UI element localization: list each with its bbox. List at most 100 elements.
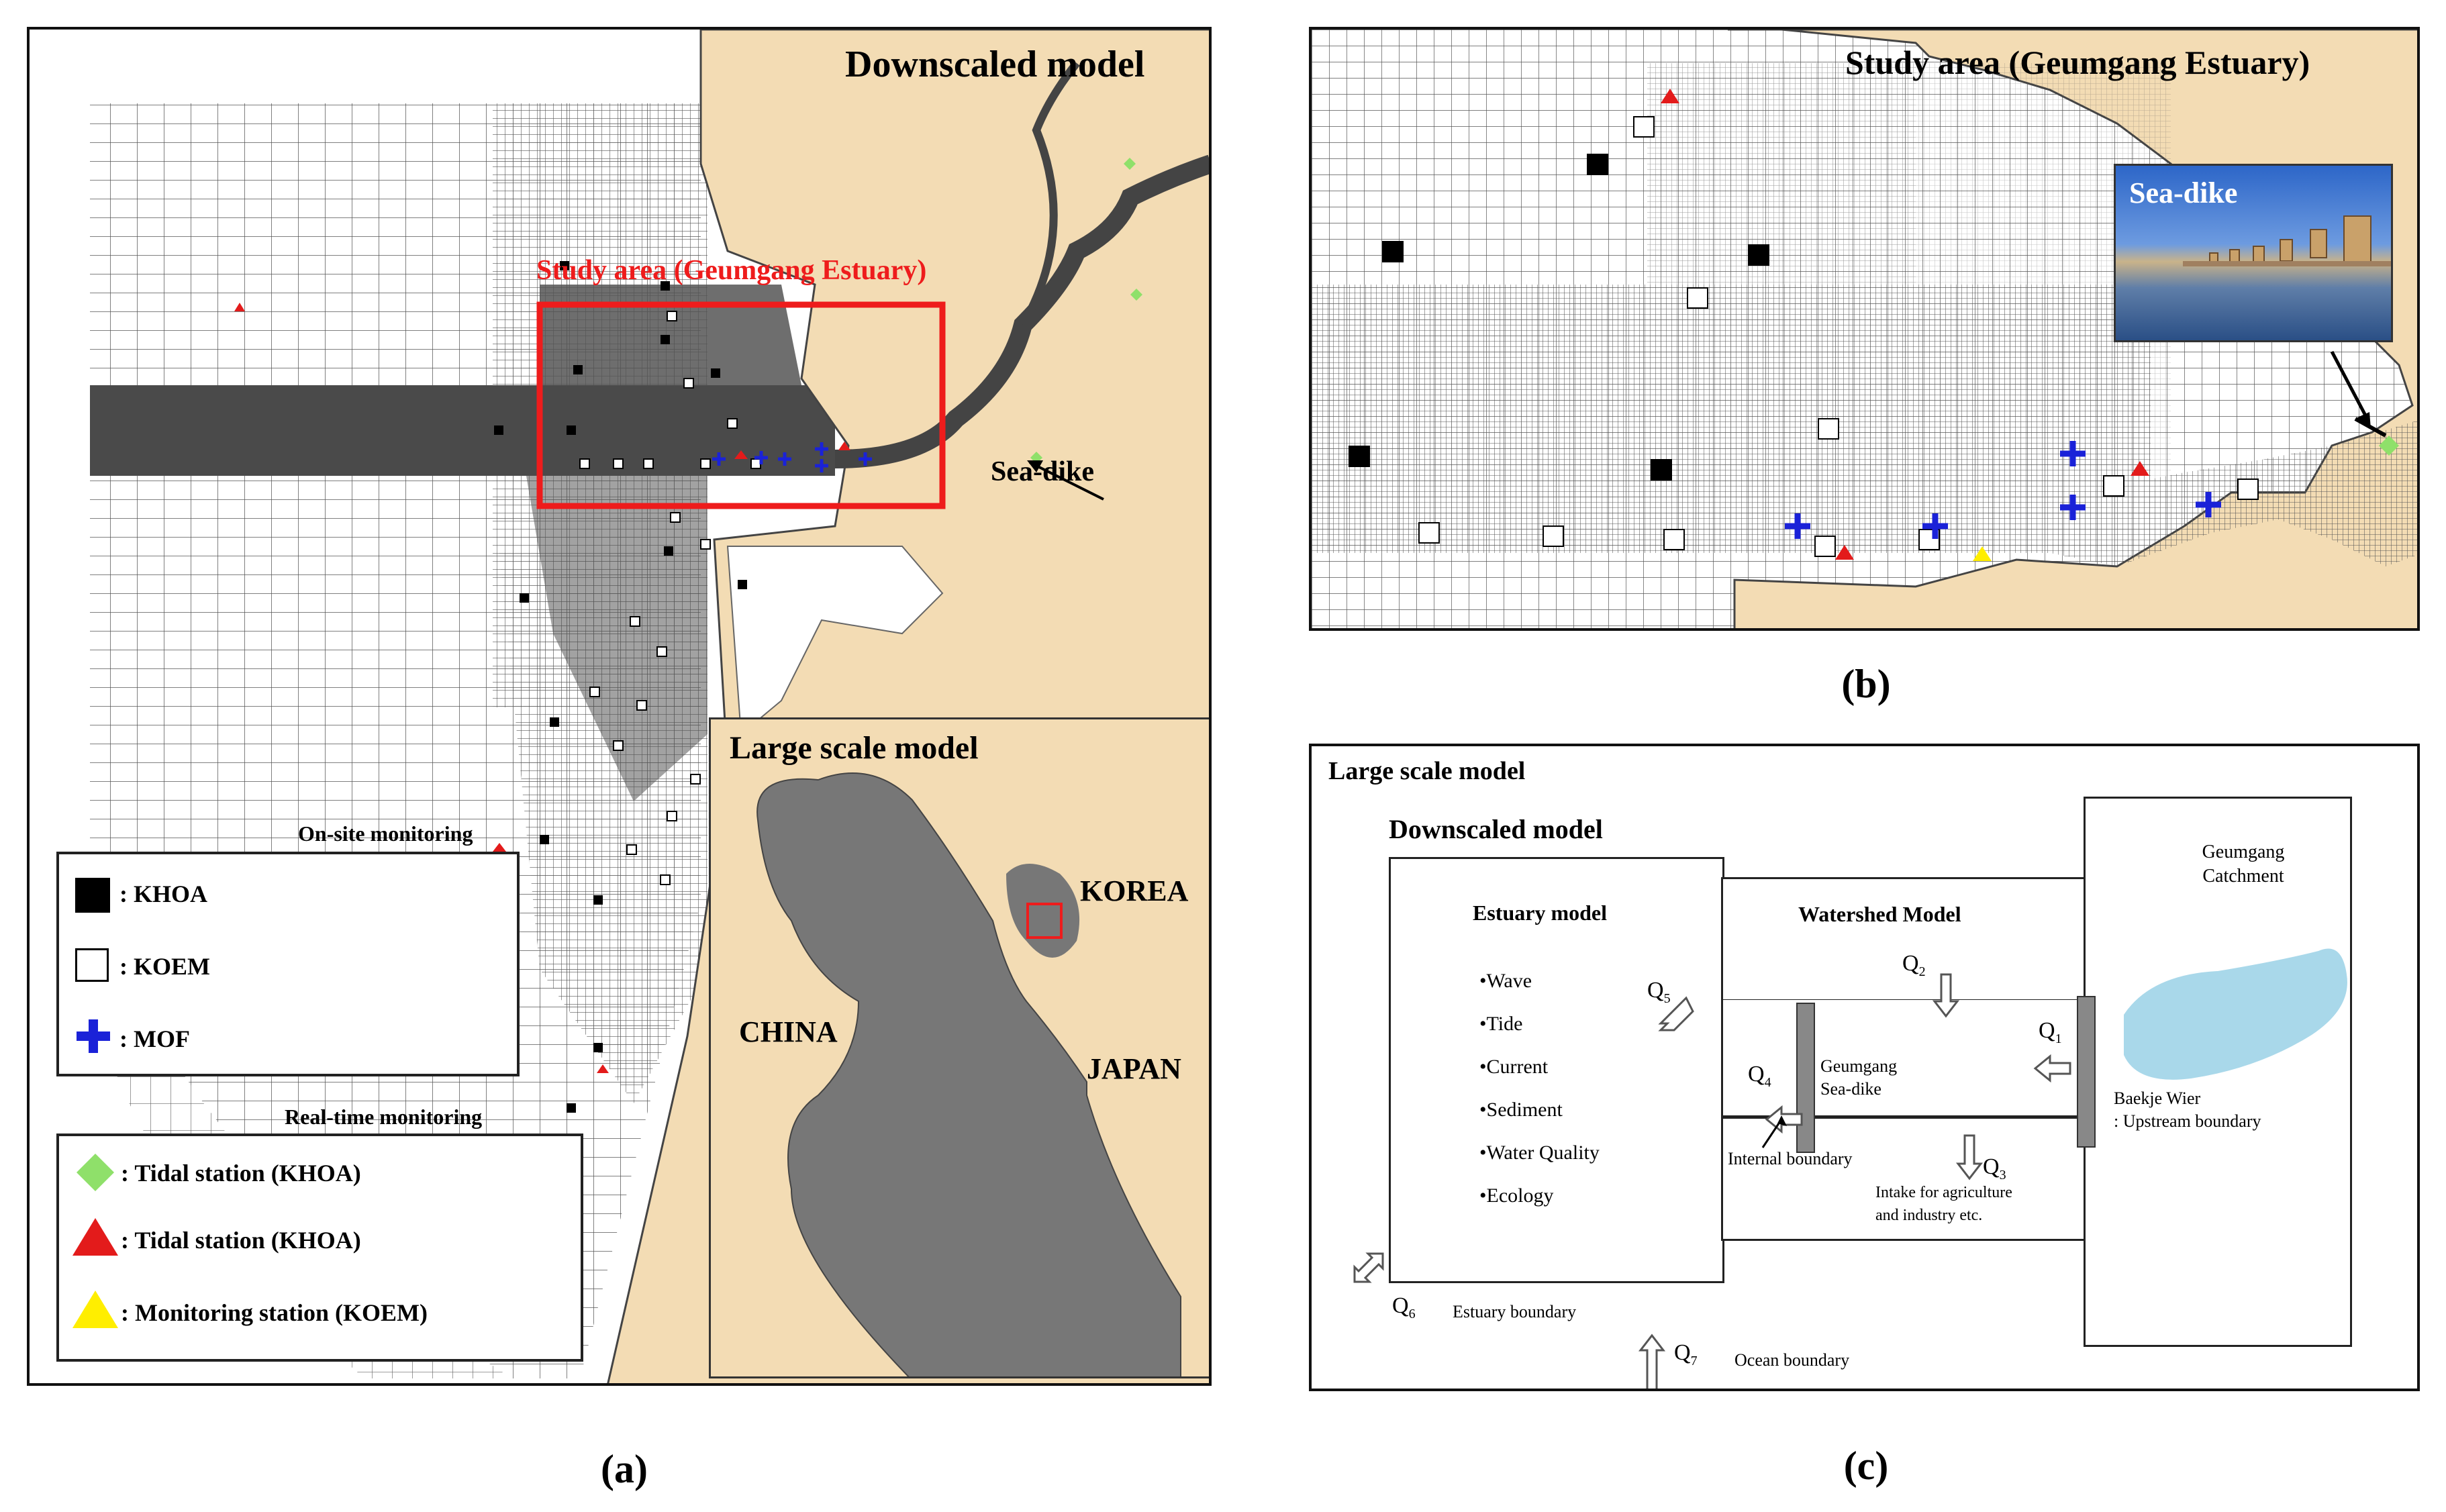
sea-dike-photo: Sea-dike: [2114, 164, 2393, 342]
sea-dike-bar: [1796, 1003, 1815, 1153]
q2-label: Q2: [1902, 951, 1926, 980]
yellow-triangle-legend-symbol: [72, 1291, 118, 1328]
baekje-line-1: Baekje Wier: [2114, 1089, 2201, 1108]
geumgang-river: [834, 154, 1209, 468]
legend-realtime: : Tidal station (KHOA) : Tidal station (…: [56, 1133, 583, 1362]
inset-title: Large scale model: [730, 730, 979, 766]
panel-a-map: Downscaled model Study area (Geumgang Es…: [27, 27, 1212, 1386]
q6-arrow: [1353, 1252, 1384, 1283]
photo-graphic: [2183, 215, 2391, 266]
estuary-model-box: [1389, 857, 1724, 1283]
watershed-model-title: Watershed Model: [1798, 902, 1961, 926]
photo-pointer: [2330, 350, 2367, 417]
watershed-bottom-box: [1721, 1117, 2087, 1241]
label-japan: JAPAN: [1087, 1052, 1181, 1085]
mof-markers-b: [1785, 441, 2221, 539]
q7-arrow: [1638, 1333, 1666, 1389]
q4-label: Q4: [1748, 1062, 1771, 1091]
internal-boundary-label: Internal boundary: [1728, 1149, 1853, 1168]
q3-arrow: [1955, 1134, 1984, 1180]
q2-letter: Q: [1902, 951, 1919, 976]
estuary-boundary-label: Estuary boundary: [1453, 1302, 1577, 1321]
inset-graphic: [756, 772, 1181, 1376]
downscaled-label: Downscaled model: [1389, 814, 1603, 844]
legend-onsite-title: On-site monitoring: [298, 821, 473, 846]
large-scale-label: Large scale model: [1328, 757, 1526, 785]
intake-line-2: and industry etc.: [1875, 1207, 1983, 1224]
baekje-label: Baekje Wier : Upstream boundary: [2114, 1087, 2261, 1133]
q7-label: Q7: [1674, 1340, 1698, 1369]
legend-onsite: : KHOA : KOEM : MOF: [56, 852, 520, 1076]
green-diamond-legend-symbol: [77, 1154, 114, 1191]
sea-dike-label: Sea-dike: [991, 456, 1095, 487]
photo-label: Sea-dike: [2129, 177, 2238, 209]
dense-mesh-band: [90, 385, 835, 476]
sea-dike-diagram-label: Geumgang Sea-dike: [1820, 1055, 1897, 1101]
item-water-quality: •Water Quality: [1479, 1142, 1600, 1164]
khoa-markers-b: [1349, 154, 1769, 481]
sea-dike-line-1: Geumgang: [1820, 1056, 1898, 1076]
green-tidal-markers: [1030, 158, 1142, 464]
catchment-label: Geumgang Catchment: [2176, 840, 2310, 889]
intake-label: Intake for agriculture and industry etc.: [1875, 1181, 2012, 1227]
watershed-top-box: [1721, 877, 2087, 1001]
label-korea: KOREA: [1080, 874, 1189, 907]
q3-label: Q3: [1983, 1154, 2006, 1183]
flow-arrows: [1353, 973, 2071, 1389]
red-tidal-markers: [234, 303, 850, 1073]
q6-label: Q6: [1392, 1293, 1416, 1322]
sea-dike-line-2: Sea-dike: [1820, 1079, 1881, 1099]
q6-letter: Q: [1392, 1293, 1409, 1318]
q4-sub: 4: [1764, 1074, 1771, 1090]
q3-letter: Q: [1983, 1154, 2000, 1179]
koem-markers-b: [1418, 116, 2259, 557]
green-tidal-marker-b: [2379, 436, 2399, 456]
caption-a: (a): [601, 1447, 648, 1491]
baekje-line-2: : Upstream boundary: [2114, 1111, 2261, 1131]
khoa-legend-symbol: [75, 878, 110, 913]
panel-b-title: Study area (Geumgang Estuary): [1845, 44, 2310, 81]
baekje-wier-bar: [2077, 996, 2096, 1148]
item-current: •Current: [1479, 1056, 1549, 1078]
study-area-box: [536, 301, 946, 509]
study-area-label: Study area (Geumgang Estuary): [536, 255, 927, 286]
q1-label: Q1: [2039, 1018, 2062, 1047]
q1-letter: Q: [2039, 1018, 2055, 1043]
q5-label: Q5: [1647, 978, 1671, 1007]
panel-b-map: Study area (Geumgang Estuary) Sea-dike: [1309, 27, 2420, 631]
item-tide: •Tide: [1479, 1013, 1523, 1035]
q5-sub: 5: [1663, 991, 1671, 1006]
sea-dike-pointer: [1029, 461, 1104, 501]
legend-mof-label: : MOF: [119, 1025, 190, 1052]
q7-letter: Q: [1674, 1340, 1691, 1365]
watershed-middle-box: [1721, 1000, 2087, 1117]
internal-boundary-pointer: [1761, 1119, 1783, 1148]
red-tidal-markers-b: [1661, 89, 2149, 560]
label-china: CHINA: [739, 1015, 838, 1048]
q2-sub: 2: [1918, 964, 1926, 979]
catchment-line-2: Catchment: [2202, 866, 2284, 887]
intake-line-1: Intake for agriculture: [1875, 1184, 2012, 1201]
q2-arrow: [1932, 973, 1960, 1018]
q3-sub: 3: [1999, 1167, 2006, 1182]
large-scale-inset: Large scale model CHINA KOREA JAPAN: [709, 717, 1209, 1378]
koem-legend-symbol: [75, 948, 109, 982]
item-ecology: •Ecology: [1479, 1185, 1554, 1207]
catchment-line-1: Geumgang: [2202, 842, 2285, 862]
legend-realtime-title: Real-time monitoring: [285, 1105, 483, 1129]
q4-letter: Q: [1748, 1062, 1765, 1087]
item-sediment: •Sediment: [1479, 1099, 1563, 1121]
mof-legend-symbol: [77, 1019, 110, 1053]
panel-a-title: Downscaled model: [845, 44, 1145, 85]
estuary-item-list: •Wave •Tide •Current •Sediment •Water Qu…: [1479, 960, 1600, 1217]
koem-markers: [579, 311, 761, 885]
legend-green-tidal-label: : Tidal station (KHOA): [121, 1160, 361, 1187]
q7-sub: 7: [1690, 1353, 1698, 1368]
legend-monitoring-label: : Monitoring station (KOEM): [121, 1299, 428, 1326]
catchment-shape: [2124, 948, 2347, 1080]
q4-arrow: [1765, 1105, 1803, 1134]
caption-b: (b): [1841, 662, 1891, 706]
caption-c: (c): [1843, 1444, 1889, 1488]
yellow-monitor-marker-b: [1973, 546, 1992, 561]
q1-arrow: [2033, 1054, 2071, 1083]
